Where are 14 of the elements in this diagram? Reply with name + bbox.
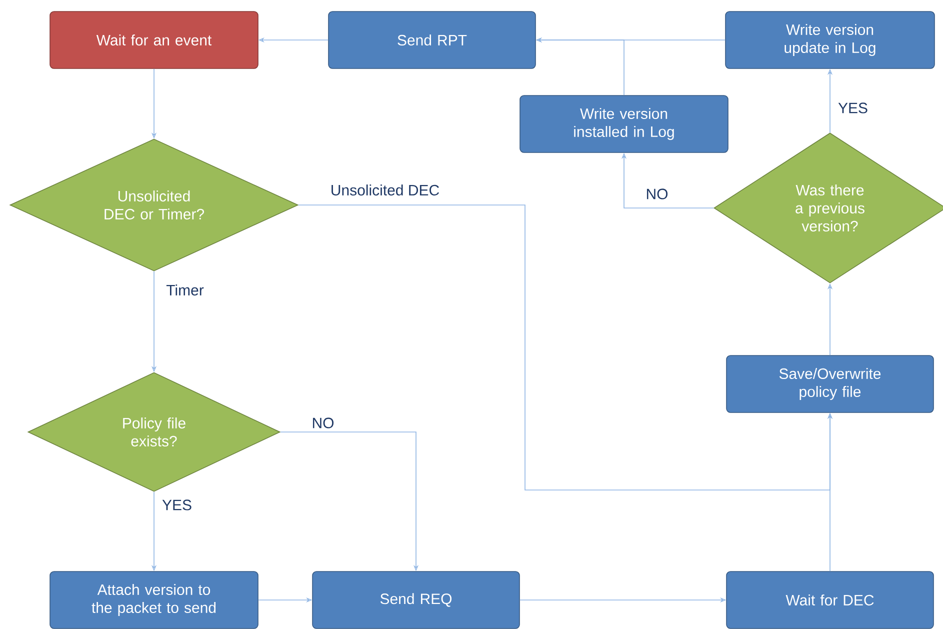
- edge-label: YES: [161, 498, 194, 512]
- process-box: Save/Overwrite policy file: [726, 355, 934, 413]
- start-box: Wait for an event: [50, 11, 258, 69]
- edge-label: Timer: [165, 284, 205, 296]
- edge-label: NO: [310, 416, 336, 430]
- process-box: Send RPT: [328, 11, 536, 69]
- edge-label: YES: [837, 102, 869, 114]
- process-box: Write version update in Log: [725, 11, 935, 69]
- process-box: Write version installed in Log: [520, 95, 728, 153]
- process-box: Attach version to the packet to send: [50, 571, 258, 629]
- process-box: Wait for DEC: [726, 571, 934, 629]
- edge-label: NO: [644, 188, 670, 200]
- edge-label: Unsolicited DEC: [329, 184, 441, 196]
- process-box: Send REQ: [312, 571, 520, 629]
